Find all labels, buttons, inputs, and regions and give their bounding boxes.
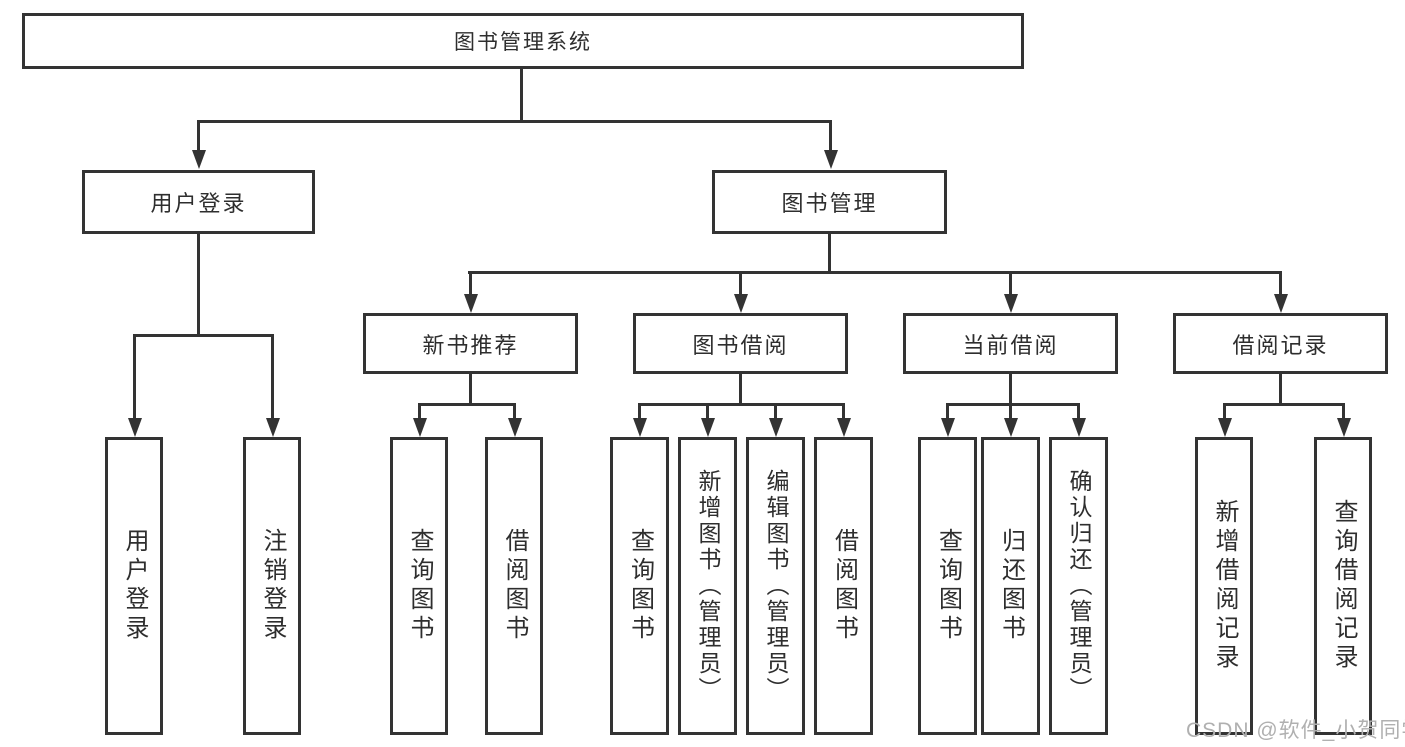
arrow-down-icon (128, 418, 142, 437)
node-label: 借阅记录 (1232, 332, 1329, 358)
connector-book-borrow-stem (739, 374, 742, 406)
node-label: 查询图书 (406, 528, 433, 644)
connector-drop (1342, 403, 1345, 420)
node-label: 图书管理系统 (454, 31, 592, 54)
node-label: 用户登录 (150, 191, 247, 216)
node-label: 编辑图书（管理员） (763, 469, 789, 703)
connector-drop-leaf-user-login (133, 334, 136, 420)
arrow-down-icon (192, 150, 206, 169)
node-label: 新增借阅记录 (1211, 499, 1238, 673)
arrow-down-icon (633, 418, 647, 437)
node-user-login: 用户登录 (82, 170, 315, 234)
leaf-add-borrow-record: 新增借阅记录 (1195, 437, 1253, 735)
node-label: 新书推荐 (422, 332, 519, 358)
arrow-down-icon (266, 418, 280, 437)
connector-drop-leaf-logout (271, 334, 274, 420)
csdn-watermark: CSDN @软件_小贺同学 (1186, 719, 1405, 742)
arrow-down-icon (1072, 418, 1086, 437)
node-label: 归还图书 (997, 528, 1025, 644)
connector-drop-user-login (197, 120, 200, 152)
connector-drop (1009, 403, 1012, 420)
leaf-edit-book-admin: 编辑图书（管理员） (746, 437, 805, 735)
node-label: 用户登录 (121, 528, 148, 644)
arrow-down-icon (941, 418, 955, 437)
node-new-book-recommend: 新书推荐 (363, 313, 578, 374)
arrow-down-icon (824, 150, 838, 169)
leaf-add-book-admin: 新增图书（管理员） (678, 437, 737, 735)
connector-book-management-rail (468, 271, 1282, 274)
node-label: 图书管理 (781, 191, 878, 216)
node-borrow-records: 借阅记录 (1173, 313, 1388, 374)
connector-drop-book-borrow (739, 271, 742, 297)
arrow-down-icon (1218, 418, 1232, 437)
connector-drop-new-book (469, 271, 472, 297)
leaf-query-borrow-record: 查询借阅记录 (1314, 437, 1372, 735)
connector-drop (706, 403, 709, 420)
arrow-down-icon (508, 418, 522, 437)
node-label: 注销登录 (259, 528, 286, 644)
node-label: 借阅图书 (501, 528, 528, 644)
connector-user-login-stem (197, 234, 200, 336)
connector-current-borrow-stem (1009, 374, 1012, 406)
arrow-down-icon (1337, 418, 1351, 437)
node-label: 图书借阅 (692, 332, 789, 358)
connector-drop (774, 403, 777, 420)
node-label: 借阅图书 (830, 528, 858, 644)
leaf-confirm-return-admin: 确认归还（管理员） (1049, 437, 1108, 735)
connector-drop (418, 403, 421, 420)
arrow-down-icon (837, 418, 851, 437)
connector-user-login-rail (133, 334, 274, 337)
leaf-query-book-current: 查询图书 (918, 437, 977, 735)
connector-root-stem (520, 69, 523, 121)
node-current-borrowing: 当前借阅 (903, 313, 1118, 374)
node-library-management-system: 图书管理系统 (22, 13, 1024, 69)
arrow-down-icon (1274, 294, 1288, 313)
leaf-query-book-borrowing: 查询图书 (610, 437, 669, 735)
leaf-user-login: 用户登录 (105, 437, 163, 735)
connector-root-rail (197, 120, 832, 123)
connector-new-book-stem (469, 374, 472, 406)
node-label: 查询借阅记录 (1330, 499, 1357, 673)
arrow-down-icon (769, 418, 783, 437)
leaf-return-book: 归还图书 (981, 437, 1040, 735)
connector-current-borrow-rail (946, 403, 1080, 406)
connector-book-borrow-rail (638, 403, 845, 406)
arrow-down-icon (1004, 294, 1018, 313)
connector-book-management-stem (828, 234, 831, 274)
node-label: 当前借阅 (962, 332, 1059, 358)
connector-drop-borrow-record (1279, 271, 1282, 297)
node-label: 新增图书（管理员） (695, 469, 721, 703)
arrow-down-icon (701, 418, 715, 437)
arrow-down-icon (734, 294, 748, 313)
arrow-down-icon (1004, 418, 1018, 437)
connector-drop (946, 403, 949, 420)
node-label: 确认归还（管理员） (1066, 469, 1092, 703)
connector-drop (1223, 403, 1226, 420)
leaf-borrow-book-recommend: 借阅图书 (485, 437, 543, 735)
arrow-down-icon (413, 418, 427, 437)
connector-drop-book-management (829, 120, 832, 152)
leaf-borrow-book: 借阅图书 (814, 437, 873, 735)
connector-drop (842, 403, 845, 420)
connector-new-book-rail (418, 403, 516, 406)
node-label: 查询图书 (934, 528, 962, 644)
connector-drop-current-borrow (1009, 271, 1012, 297)
connector-drop (1077, 403, 1080, 420)
connector-drop (638, 403, 641, 420)
arrow-down-icon (464, 294, 478, 313)
leaf-query-book-recommend: 查询图书 (390, 437, 448, 735)
connector-borrow-record-stem (1279, 374, 1282, 406)
leaf-logout-login: 注销登录 (243, 437, 301, 735)
node-book-management: 图书管理 (712, 170, 947, 234)
node-book-borrowing: 图书借阅 (633, 313, 848, 374)
connector-borrow-record-rail (1223, 403, 1345, 406)
node-label: 查询图书 (626, 528, 654, 644)
connector-drop (513, 403, 516, 420)
